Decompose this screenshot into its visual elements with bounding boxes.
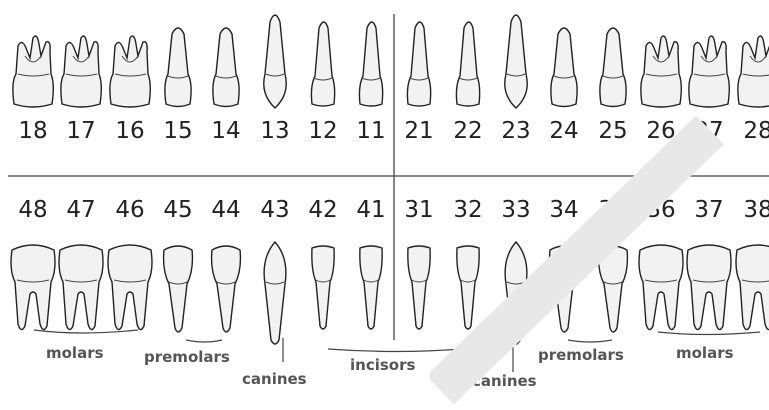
tooth-number-14: 14 [206,118,246,144]
tooth-number-46: 46 [110,197,150,223]
label-canines-left: canines [242,370,307,388]
tooth-number-12: 12 [303,118,343,144]
lower-tooth-41 [360,246,382,329]
lower-tooth-35 [599,246,628,332]
lower-tooth-48 [11,245,55,330]
upper-tooth-27 [689,36,729,107]
upper-tooth-16 [110,36,150,107]
tooth-number-26: 26 [641,118,681,144]
tooth-numbering-diagram: 18 17 16 15 14 13 12 11 21 22 23 24 25 26 27 28 48 47 46 4… [0,0,769,390]
tooth-number-42: 42 [303,197,343,223]
tooth-number-15: 15 [158,118,198,144]
upper-tooth-28 [738,36,769,107]
tooth-number-28: 28 [738,118,769,144]
lower-tooth-32 [457,246,479,329]
tooth-number-35: 35 [593,197,633,223]
lower-tooth-33 [505,242,527,344]
label-incisors: incisors [350,356,415,374]
lower-tooth-34 [550,246,579,332]
upper-tooth-26 [641,36,681,107]
tooth-number-45: 45 [158,197,198,223]
tooth-number-25: 25 [593,118,633,144]
lower-tooth-43 [264,242,286,344]
lower-tooth-47 [59,245,103,330]
bracket-molars-left [34,330,138,333]
upper-tooth-22 [456,22,479,106]
tooth-number-32: 32 [448,197,488,223]
tooth-number-18: 18 [13,118,53,144]
tooth-number-27: 27 [689,118,729,144]
upper-tooth-21 [407,22,430,106]
label-premolars-right: premolars [538,346,624,364]
tooth-number-21: 21 [399,118,439,144]
lower-tooth-37 [687,245,731,330]
upper-tooth-24 [551,28,577,107]
bracket-premolars-right [568,340,612,342]
tooth-number-13: 13 [255,118,295,144]
tooth-number-41: 41 [351,197,391,223]
lower-tooth-36 [639,245,683,330]
tooth-number-31: 31 [399,197,439,223]
lower-tooth-44 [212,246,241,332]
tooth-number-47: 47 [61,197,101,223]
tooth-number-37: 37 [689,197,729,223]
lower-tooth-42 [312,246,334,329]
upper-tooth-23 [505,15,528,108]
tooth-number-11: 11 [351,118,391,144]
upper-tooth-17 [61,36,101,107]
lower-tooth-38 [736,245,769,330]
tooth-number-38: 38 [738,197,769,223]
tooth-number-43: 43 [255,197,295,223]
lower-tooth-46 [108,245,152,330]
tooth-number-22: 22 [448,118,488,144]
bracket-premolars-left [186,340,222,342]
upper-tooth-13 [264,15,287,108]
tooth-number-24: 24 [544,118,584,144]
lower-tooth-31 [408,246,430,329]
tooth-number-17: 17 [61,118,101,144]
upper-tooth-25 [600,28,626,107]
tooth-number-34: 34 [544,197,584,223]
tooth-number-23: 23 [496,118,536,144]
upper-tooth-14 [213,28,239,107]
bracket-incisors [328,349,462,352]
tooth-number-36: 36 [641,197,681,223]
lower-tooth-45 [164,246,193,332]
tooth-number-33: 33 [496,197,536,223]
teeth-drawing [0,0,769,390]
tooth-number-44: 44 [206,197,246,223]
bracket-molars-right [658,332,760,335]
tooth-number-16: 16 [110,118,150,144]
label-canines-right: canines [472,372,537,390]
lower-teeth [11,242,769,344]
upper-tooth-15 [165,28,191,107]
upper-teeth [13,15,769,108]
upper-tooth-11 [359,22,382,106]
label-molars-right: molars [676,344,734,362]
label-premolars-left: premolars [144,348,230,366]
label-molars-left: molars [46,344,104,362]
upper-tooth-12 [311,22,334,106]
upper-tooth-18 [13,36,53,107]
tooth-number-48: 48 [13,197,53,223]
